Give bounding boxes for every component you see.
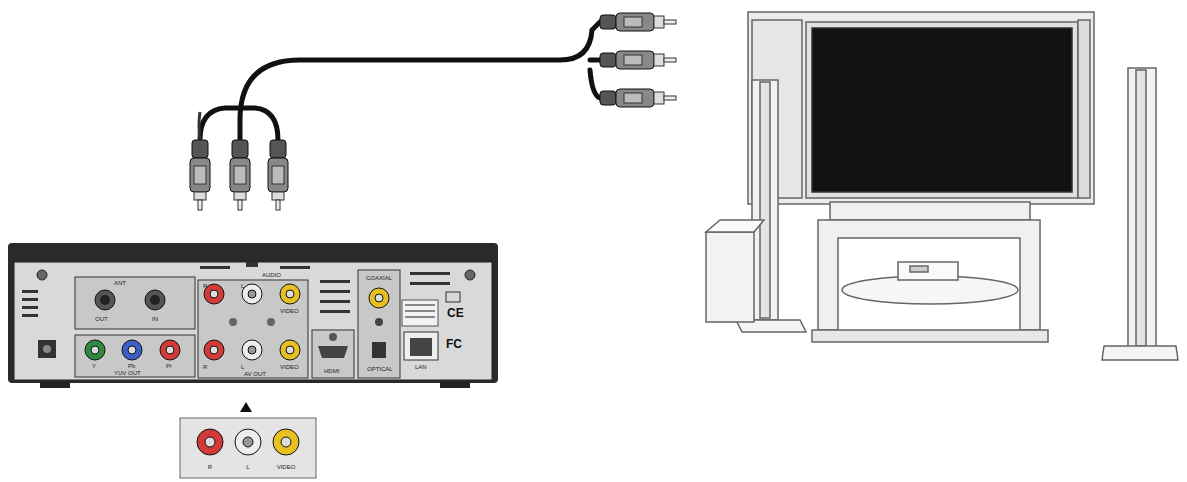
cert-mark: FC [446, 338, 462, 350]
cert-mark: CE [447, 307, 464, 319]
port-label: VIDEO [280, 308, 299, 314]
port-label: L [241, 364, 244, 370]
port-label: AV OUT [244, 371, 266, 377]
port-label: L [241, 283, 244, 289]
rca-plug [600, 13, 676, 107]
inset-panel: R L VIDEO [180, 418, 316, 478]
rca-cable [200, 22, 600, 140]
jack-label: R [208, 464, 212, 470]
pointer-triangle [240, 402, 252, 412]
port-label: YUV OUT [114, 370, 141, 376]
inset-jacks [197, 429, 299, 455]
port-label: OPTICAL [367, 366, 393, 372]
media-player [8, 243, 498, 388]
television [706, 12, 1178, 360]
port-label: VIDEO [280, 364, 299, 370]
port-label: AUDIO [262, 272, 281, 278]
port-label: IN [152, 316, 158, 322]
port-label: R [203, 364, 207, 370]
port-label: ANT [114, 280, 126, 286]
port-label: R [203, 283, 207, 289]
jack-label: L [246, 464, 249, 470]
rca-plug [190, 140, 288, 210]
port-label: Y [92, 363, 96, 369]
inset-box [180, 418, 316, 478]
port-label: LAN [415, 364, 427, 370]
port-label: COAXIAL [366, 275, 392, 281]
port-label: Pr [166, 363, 172, 369]
jack-label: VIDEO [277, 464, 296, 470]
port-label: Pb [128, 363, 135, 369]
port-label: HDMI [324, 368, 339, 374]
port-label: OUT [95, 316, 108, 322]
